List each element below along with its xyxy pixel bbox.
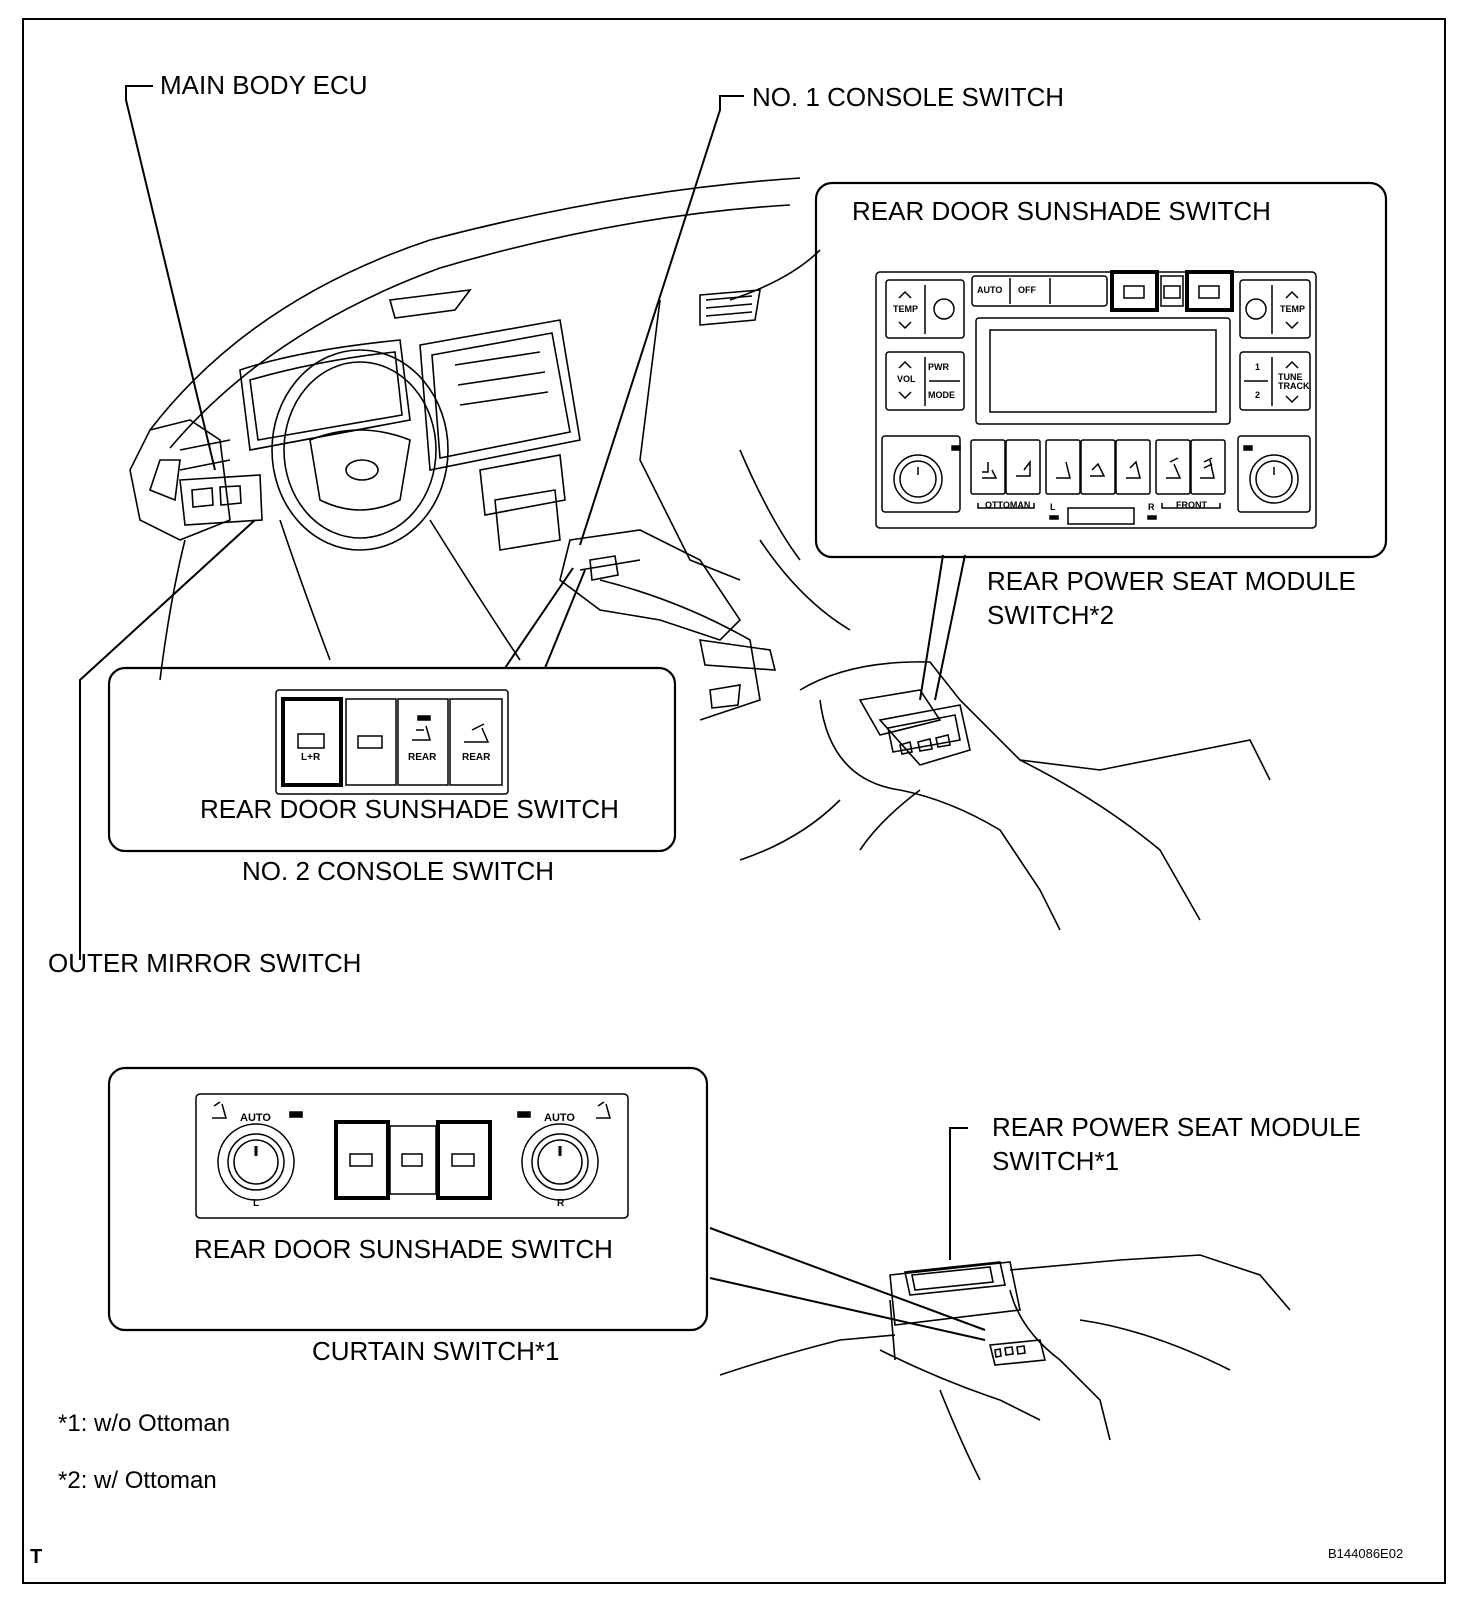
callout-box-no2-console (107, 666, 677, 853)
panel-top-tune-track: TUNE TRACK (1278, 372, 1310, 391)
figure-frame (22, 18, 1446, 1584)
callout-box-rear-power-seat-2 (814, 181, 1388, 559)
panel-top-auto: AUTO (977, 285, 1003, 295)
label-rear-door-sunshade-switch-mid: REAR DOOR SUNSHADE SWITCH (200, 794, 619, 824)
panel-top-off: OFF (1018, 285, 1036, 295)
label-no2-console-switch: NO. 2 CONSOLE SWITCH (242, 856, 555, 886)
panel-top-temp-right: TEMP (1280, 304, 1306, 314)
panel-bottom-l: L (253, 1198, 260, 1209)
label-no1-console-switch: NO. 1 CONSOLE SWITCH (752, 82, 1065, 112)
rear-seat-illustration-upper (739, 661, 1271, 931)
panel-top-one: 1 (1255, 362, 1261, 372)
panel-bottom-auto-right: AUTO (544, 1112, 575, 1124)
panel-top-pwr: PWR (928, 362, 949, 372)
panel-top-two: 2 (1255, 390, 1261, 400)
figure-code: B144086E02 (1328, 1546, 1404, 1561)
panel-mid-lr: L+R (301, 752, 321, 763)
dashboard-illustration (129, 177, 851, 721)
rear-seat-illustration-lower (719, 1254, 1291, 1481)
label-rear-door-sunshade-switch-top: REAR DOOR SUNSHADE SWITCH (852, 196, 1271, 226)
panel-bottom-r: R (557, 1198, 565, 1209)
label-curtain-switch-1: CURTAIN SWITCH*1 (312, 1336, 560, 1366)
panel-top-mode: MODE (928, 390, 955, 400)
label-main-body-ecu: MAIN BODY ECU (160, 70, 368, 100)
panel-mid-drawing (275, 689, 509, 795)
panel-top-drawing (875, 270, 1317, 529)
callout-box-curtain-switch (107, 1066, 709, 1332)
label-outer-mirror-switch: OUTER MIRROR SWITCH (48, 948, 362, 978)
corner-mark: T (30, 1546, 43, 1568)
label-rear-power-seat-module-switch-1: REAR POWER SEAT MODULE SWITCH*1 (992, 1112, 1361, 1176)
panel-bottom-drawing (195, 1093, 629, 1219)
panel-top-front: FRONT (1176, 500, 1207, 510)
footnote-1: *1: w/o Ottoman (58, 1410, 231, 1437)
panel-top-temp-left: TEMP (893, 304, 919, 314)
panel-top-vol: VOL (897, 374, 916, 384)
label-rear-power-seat-module-switch-2: REAR POWER SEAT MODULE SWITCH*2 (987, 566, 1356, 630)
panel-top-r: R (1148, 502, 1155, 512)
panel-top-l: L (1050, 502, 1056, 512)
panel-top-ottoman: OTTOMAN (985, 500, 1031, 510)
panel-bottom-auto-left: AUTO (240, 1112, 271, 1124)
footnote-2: *2: w/ Ottoman (58, 1467, 217, 1494)
label-rear-door-sunshade-switch-bottom: REAR DOOR SUNSHADE SWITCH (194, 1234, 613, 1264)
leader-lines (79, 85, 986, 1341)
panel-mid-rear-2: REAR (462, 752, 491, 763)
panel-mid-rear-1: REAR (408, 752, 437, 763)
